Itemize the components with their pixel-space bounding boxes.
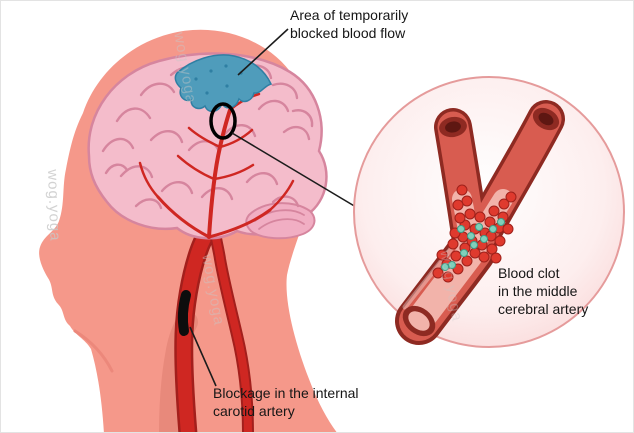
blocked-flow-label: Area of temporarily blocked blood flow bbox=[290, 7, 430, 43]
blockage-pointer-line bbox=[189, 326, 217, 387]
magnified-inset-view bbox=[353, 76, 625, 348]
blocked-flow-label-line1: Area of temporarily bbox=[290, 7, 409, 23]
external-carotid-vessel bbox=[212, 234, 252, 432]
blood-clot-label-line1: Blood clot bbox=[498, 265, 560, 281]
magnifier-pointer-line bbox=[231, 132, 357, 208]
blood-clot-cells bbox=[432, 184, 517, 283]
blockage-label-line2: carotid artery bbox=[213, 402, 295, 419]
brain-gyri bbox=[101, 58, 314, 210]
magnified-region-marker bbox=[209, 102, 237, 140]
brain bbox=[87, 52, 328, 240]
blocked-flow-pointer-line bbox=[237, 28, 289, 76]
carotid-blockage-mark bbox=[177, 290, 191, 336]
brain-outline bbox=[87, 52, 328, 240]
jaw-shading-line bbox=[73, 329, 114, 373]
pointer-lines bbox=[189, 28, 513, 387]
blockage-label-line1: Blockage in the internal bbox=[213, 385, 359, 401]
blocked-flow-label-line2: blocked blood flow bbox=[290, 24, 406, 41]
blood-clot-label: Blood clot in the middle cerebral artery bbox=[498, 265, 608, 319]
vessel-cut-openings bbox=[402, 107, 560, 337]
blockage-label: Blockage in the internal carotid artery bbox=[213, 385, 393, 421]
blood-clot-label-line3: cerebral artery bbox=[498, 300, 589, 317]
neck-arteries bbox=[159, 219, 254, 432]
blood-clot-label-line2: in the middle bbox=[498, 282, 578, 299]
